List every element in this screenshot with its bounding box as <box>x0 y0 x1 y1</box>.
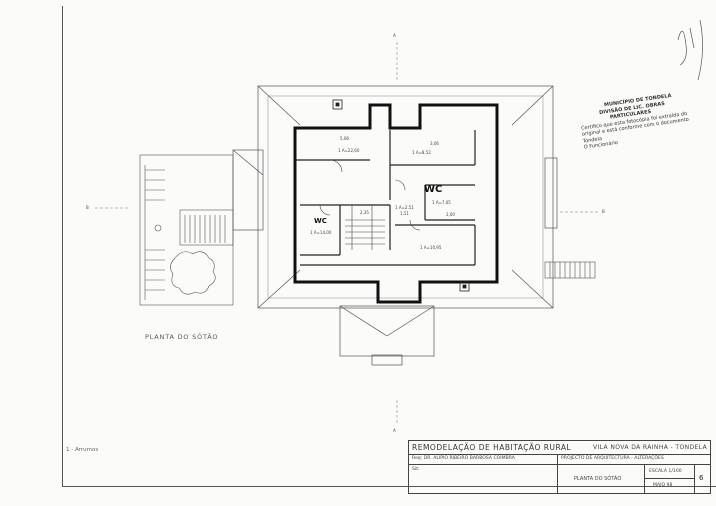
section-mark-top: A <box>393 33 396 38</box>
section-mark-bottom: A <box>393 428 396 433</box>
room-area-label: 1 A=14,00 <box>310 230 332 235</box>
sheet-name: PLANTA DO SÓTÃO <box>574 476 622 482</box>
section-mark-left: B <box>86 205 89 210</box>
project-type: PROJECTO DE ARQUITECTURA - ALTERAÇÕES <box>561 456 664 461</box>
plan-title: PLANTA DO SÓTÃO <box>145 333 219 341</box>
wc-label: WC <box>314 217 327 225</box>
sheet-number: 6 <box>699 474 704 482</box>
dimension-label: 2,35 <box>360 210 369 215</box>
dimension-label: 1,51 <box>400 211 409 216</box>
dimension-label: 3,06 <box>430 141 439 146</box>
room-area-label: 1 A=22,60 <box>338 148 360 153</box>
legend-text: 1 - Arrumos <box>66 447 99 453</box>
room-area-label: 1 A=10,95 <box>420 245 442 250</box>
requester: Req: DR. ALIPIO RIBEIRO BARBOSA COIMBRA <box>412 456 515 461</box>
project-location: VILA NOVA DA RAINHA - TONDELA <box>593 444 708 451</box>
wc-label: WC <box>424 184 443 195</box>
room-area-label: 1 A=8,52 <box>412 150 431 155</box>
title-block: REMODELAÇÃO DE HABITAÇÃO RURAL VILA NOVA… <box>408 440 711 494</box>
dimension-label: 5,06 <box>340 136 349 141</box>
room-area-label: 1 A=7,05 <box>432 200 451 205</box>
scale: ESCALA 1/100 <box>649 469 682 474</box>
dimension-label: 2,00 <box>446 212 455 217</box>
site: Sit: <box>412 467 420 472</box>
project-title: REMODELAÇÃO DE HABITAÇÃO RURAL <box>412 443 572 452</box>
section-mark-right: B <box>602 209 605 214</box>
date: MAIO 98 <box>653 483 673 488</box>
room-area-label: 1 A=2,51 <box>395 205 414 210</box>
drawing-frame <box>62 6 716 487</box>
